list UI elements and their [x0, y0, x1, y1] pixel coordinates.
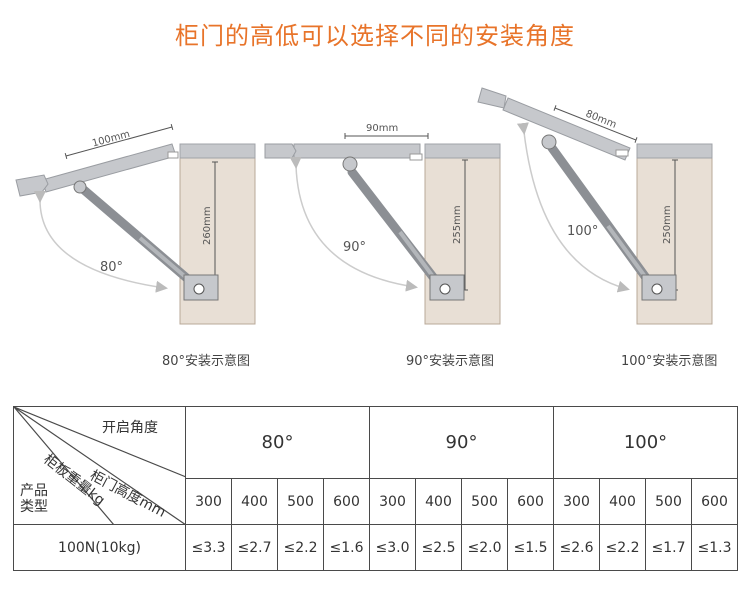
height-dim-label: 260mm — [202, 206, 213, 245]
spec-table: 开启角度 柜门高度mm 柜板重量kg 产品 类型 80° 90° 100° 30… — [13, 406, 738, 571]
angle-label: 80° — [100, 260, 123, 275]
header-diagonal-cell: 开启角度 柜门高度mm 柜板重量kg 产品 类型 — [13, 406, 186, 525]
value-cell: ≤1.3 — [691, 524, 738, 571]
value-cell: ≤1.5 — [507, 524, 554, 571]
height-row: 300 400 500 600 300 400 500 600 300 400 … — [14, 478, 738, 525]
angle-header: 100° — [553, 406, 738, 479]
page-title: 柜门的高低可以选择不同的安装角度 — [175, 22, 575, 50]
diagonal-lines — [14, 407, 186, 525]
header-open-angle: 开启角度 — [102, 420, 158, 436]
installation-diagrams: 100mm 260mm 80° 90mm 255mm 90° — [15, 87, 713, 325]
door-tip — [15, 174, 49, 197]
value-cell: ≤2.7 — [231, 524, 278, 571]
width-dim-label: 80mm — [584, 109, 618, 131]
height-cell: 500 — [461, 478, 508, 525]
height-cell: 300 — [553, 478, 600, 525]
diagram-100: 80mm 250mm 100° — [477, 87, 713, 325]
caption-80: 80°安装示意图 — [162, 354, 251, 369]
value-cell: ≤1.6 — [323, 524, 370, 571]
height-cell: 300 — [369, 478, 416, 525]
value-cell: ≤3.3 — [185, 524, 232, 571]
diagram-80: 100mm 260mm 80° — [15, 123, 256, 325]
diagram-90: 90mm 255mm 90° — [264, 123, 501, 325]
value-cell: ≤1.7 — [645, 524, 692, 571]
door-tip — [264, 143, 297, 159]
swing-arc — [289, 156, 418, 292]
height-dim-label: 250mm — [662, 205, 673, 244]
door-tip — [477, 87, 507, 109]
value-cell: ≤2.2 — [599, 524, 646, 571]
value-cell: ≤2.5 — [415, 524, 462, 571]
cabinet-top-panel — [636, 143, 713, 159]
height-cell: 500 — [645, 478, 692, 525]
height-cell: 400 — [231, 478, 278, 525]
row-label: 100N(10kg) — [13, 524, 186, 571]
height-cell: 500 — [277, 478, 324, 525]
height-cell: 400 — [599, 478, 646, 525]
open-door — [293, 143, 421, 159]
open-door — [41, 143, 177, 193]
height-cell: 600 — [507, 478, 554, 525]
height-cell: 400 — [415, 478, 462, 525]
value-cell: ≤2.0 — [461, 524, 508, 571]
value-cell: ≤3.0 — [369, 524, 416, 571]
angle-header: 80° — [185, 406, 370, 479]
angle-label: 90° — [343, 240, 366, 255]
caption-100: 100°安装示意图 — [621, 354, 718, 369]
swing-arc — [33, 190, 168, 293]
width-dim-label: 100mm — [91, 129, 131, 150]
value-cell: ≤2.2 — [277, 524, 324, 571]
height-dim-label: 255mm — [452, 205, 463, 244]
cabinet-top-panel — [424, 143, 501, 159]
caption-90: 90°安装示意图 — [406, 354, 495, 369]
header-product-type: 产品 类型 — [20, 483, 48, 515]
height-cell: 600 — [323, 478, 370, 525]
cabinet-top-panel — [179, 143, 256, 159]
value-cell: ≤2.6 — [553, 524, 600, 571]
swing-arc — [516, 122, 630, 293]
table-row: 100N(10kg) ≤3.3 ≤2.7 ≤2.2 ≤1.6 ≤3.0 ≤2.5… — [13, 524, 738, 571]
angle-label: 100° — [567, 224, 598, 239]
angle-header: 90° — [369, 406, 554, 479]
height-cell: 300 — [185, 478, 232, 525]
width-dim-label: 90mm — [366, 123, 398, 134]
height-cell: 600 — [691, 478, 738, 525]
